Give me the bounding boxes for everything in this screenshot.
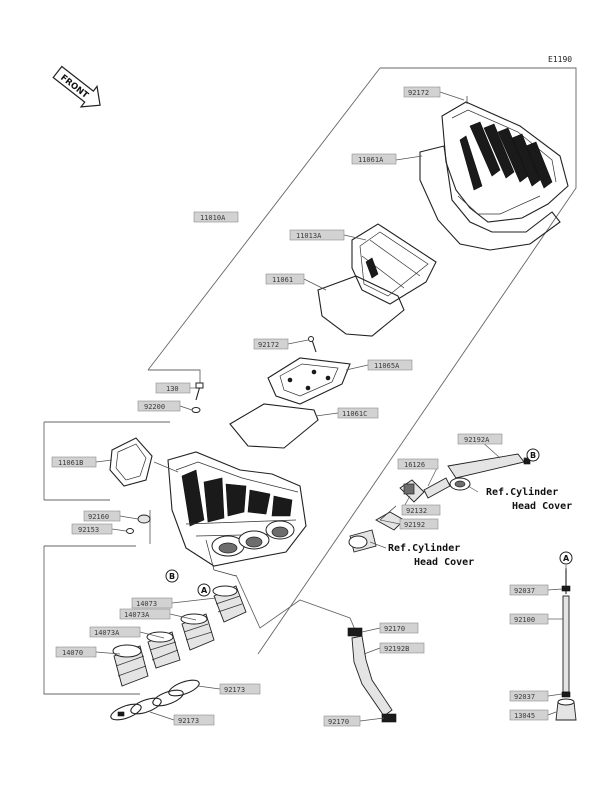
label-11065A: 11065A — [367, 359, 413, 371]
label-11061: 11061 — [265, 273, 305, 285]
svg-text:92173: 92173 — [178, 717, 199, 725]
label-14073: 14073 — [131, 597, 173, 609]
marker-b-housing: B — [165, 569, 179, 583]
svg-text:14073A: 14073A — [94, 629, 120, 637]
label-92160: 92160 — [83, 510, 121, 522]
hose-clamps — [110, 679, 200, 721]
marker-a-ducts: A — [197, 583, 211, 597]
svg-text:11065A: 11065A — [374, 362, 400, 370]
screw-icon — [308, 336, 317, 353]
air-cleaner-cover — [441, 96, 569, 223]
air-filter-element — [351, 223, 437, 305]
svg-text:11061: 11061 — [272, 276, 293, 284]
drain-tube — [555, 568, 577, 721]
svg-text:92132: 92132 — [406, 507, 427, 515]
label-92200: 92200 — [137, 400, 181, 412]
svg-text:14073A: 14073A — [124, 611, 150, 619]
label-92037-lower: 92037 — [509, 690, 549, 702]
label-14073A-upper: 14073A — [119, 608, 171, 620]
svg-text:11010A: 11010A — [200, 214, 226, 222]
label-13045: 13045 — [509, 709, 549, 721]
svg-text:92192: 92192 — [404, 521, 425, 529]
label-92192: 92192 — [399, 518, 439, 530]
label-11010A: 11010A — [193, 211, 239, 223]
ref-cylinder-head-cover-1-line1: Ref.Cylinder — [486, 486, 558, 498]
label-11061A: 11061A — [351, 153, 397, 165]
element-gasket — [317, 275, 405, 337]
label-11061B: 11061B — [51, 456, 97, 468]
intake-seal — [109, 437, 153, 487]
washer-icon — [191, 407, 201, 413]
element-holder — [267, 357, 351, 405]
label-92100: 92100 — [509, 613, 549, 625]
marker-b-hose: B — [526, 448, 540, 462]
assembly-frame — [43, 67, 577, 695]
front-arrow-icon: FRONT — [52, 65, 101, 108]
cover-gasket — [419, 145, 561, 251]
ref-cylinder-head-cover-2-line2: Head Cover — [414, 557, 474, 568]
label-92132: 92132 — [401, 504, 441, 516]
svg-text:A: A — [563, 554, 570, 563]
label-92170-lower: 92170 — [323, 715, 361, 727]
label-11061C: 11061C — [337, 407, 379, 419]
label-14070: 14070 — [55, 646, 97, 658]
svg-text:92192B: 92192B — [384, 645, 409, 653]
svg-text:92200: 92200 — [144, 403, 165, 411]
svg-text:14073: 14073 — [136, 600, 157, 608]
svg-text:92173: 92173 — [224, 686, 245, 694]
svg-text:11061B: 11061B — [58, 459, 83, 467]
intake-ducts — [112, 585, 247, 687]
svg-text:11061A: 11061A — [358, 156, 384, 164]
svg-text:11013A: 11013A — [296, 232, 322, 240]
svg-text:92170: 92170 — [384, 625, 405, 633]
svg-text:92153: 92153 — [78, 526, 99, 534]
label-92172-top: 92172 — [403, 86, 441, 98]
clip-icon — [126, 528, 134, 534]
svg-text:A: A — [201, 586, 208, 595]
svg-text:92172: 92172 — [258, 341, 279, 349]
svg-text:B: B — [530, 451, 536, 460]
diagram-code: E1190 — [548, 55, 572, 64]
label-92170-upper: 92170 — [379, 622, 419, 634]
svg-text:92170: 92170 — [328, 718, 349, 726]
label-92192B: 92192B — [379, 642, 425, 654]
svg-text:92037: 92037 — [514, 587, 535, 595]
breather-valve-assembly — [348, 453, 531, 553]
holder-gasket — [229, 403, 319, 449]
svg-text:16126: 16126 — [404, 461, 425, 469]
ref-cylinder-head-cover-1-line2: Head Cover — [512, 501, 572, 512]
svg-text:92192A: 92192A — [464, 436, 490, 444]
svg-text:130: 130 — [166, 385, 179, 393]
bolt-icon — [195, 382, 204, 401]
svg-text:92172: 92172 — [408, 89, 429, 97]
svg-text:11061C: 11061C — [342, 410, 367, 418]
svg-text:92100: 92100 — [514, 616, 535, 624]
label-11013A: 11013A — [289, 229, 345, 241]
svg-text:92160: 92160 — [88, 513, 109, 521]
svg-text:13045: 13045 — [514, 712, 535, 720]
label-92173-upper: 92173 — [219, 683, 261, 695]
ref-cylinder-head-cover-2-line1: Ref.Cylinder — [388, 542, 460, 554]
grommet-icon — [137, 514, 151, 524]
label-92153: 92153 — [71, 523, 113, 535]
label-130: 130 — [155, 382, 191, 394]
label-92172-mid: 92172 — [253, 338, 289, 350]
label-16126: 16126 — [397, 458, 439, 470]
air-cleaner-housing — [167, 451, 307, 577]
svg-text:92037: 92037 — [514, 693, 535, 701]
label-92037-upper: 92037 — [509, 584, 549, 596]
label-92192A: 92192A — [457, 433, 503, 445]
breather-hose — [347, 627, 397, 723]
label-14073A-lower: 14073A — [89, 626, 141, 638]
svg-text:B: B — [169, 572, 175, 581]
label-92173-lower: 92173 — [173, 714, 215, 726]
svg-text:14070: 14070 — [62, 649, 83, 657]
marker-a-drain: A — [559, 551, 573, 565]
